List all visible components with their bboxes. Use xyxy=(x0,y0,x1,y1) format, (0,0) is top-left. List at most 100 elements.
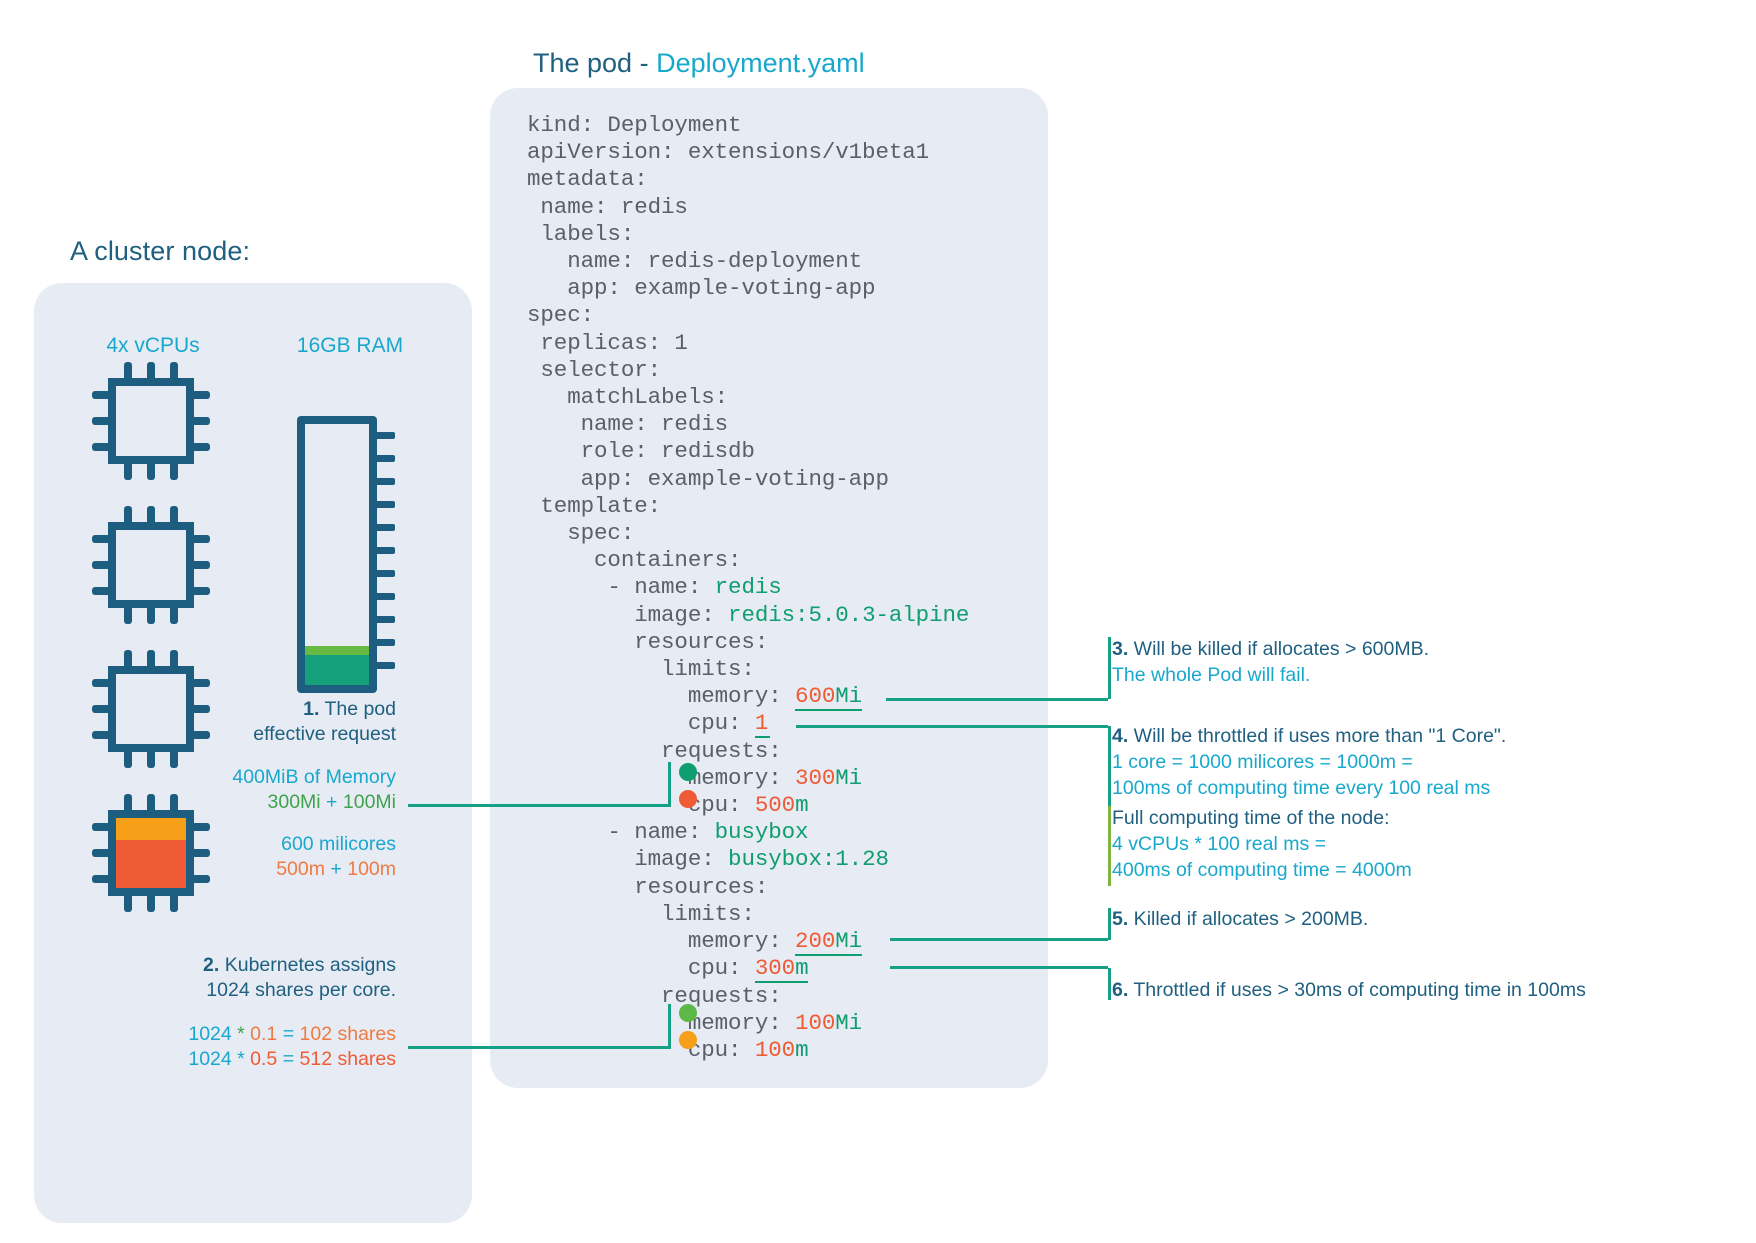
ram-label: 16GB RAM xyxy=(296,334,404,357)
cpu4-fill-500m xyxy=(116,840,186,888)
cluster-node-title: A cluster node: xyxy=(70,236,251,266)
yaml-line-12: role: redisdb xyxy=(527,438,755,465)
node-compute-title: Full computing time of the node: xyxy=(1112,807,1390,829)
yaml-line-7: spec: xyxy=(527,302,595,329)
yaml-line-10: matchLabels: xyxy=(527,384,729,411)
yaml-line-9: selector: xyxy=(527,356,662,383)
annotation-2-shares: 1024 * 0.1 = 102 shares 1024 * 0.5 = 512… xyxy=(110,1022,396,1072)
yaml-line-1: apiVersion: extensions/v1beta1 xyxy=(527,139,930,166)
yaml-line-11: name: redis xyxy=(527,411,729,438)
connector-request-redis-horizontal xyxy=(408,804,671,807)
yaml-title-prefix: The pod - xyxy=(533,48,657,78)
bar-annotation-5 xyxy=(1108,908,1111,940)
yaml-line-5: name: redis-deployment xyxy=(527,248,863,275)
annotation-4-number: 4. xyxy=(1112,725,1129,747)
yaml-line-4: labels: xyxy=(527,220,635,247)
annotation-4-node-compute: Full computing time of the node: 4 vCPUs… xyxy=(1112,805,1532,883)
cpu-icon-4-allocated xyxy=(92,792,210,914)
cpu-plus: + xyxy=(324,858,348,880)
connector-limit-memory-busybox xyxy=(890,938,1108,941)
annotation-3-line1: Will be killed if allocates > 600MB. xyxy=(1128,638,1430,660)
annotation-4-line3: 100ms of computing time every 100 real m… xyxy=(1112,777,1491,799)
annotation-4-line1: Will be throttled if uses more than "1 C… xyxy=(1128,725,1507,747)
yaml-value-busybox-image: busybox:1.28 xyxy=(728,846,889,873)
yaml-value-busybox-name: busybox xyxy=(714,819,809,846)
connector-request-busybox-vertical xyxy=(668,1004,671,1049)
yaml-line-6: app: example-voting-app xyxy=(527,275,876,302)
dot-redis-request-cpu xyxy=(679,790,697,808)
annotation-1-cpu: 600 milicores 500m + 100m xyxy=(120,832,396,882)
annotation-2: 2. Kubernetes assigns 1024 shares per co… xyxy=(110,953,396,1003)
annotation-3-number: 3. xyxy=(1112,638,1129,660)
dot-busybox-request-cpu xyxy=(679,1031,697,1049)
cpu-icon-3 xyxy=(92,648,210,770)
cpu-icon-2 xyxy=(92,504,210,626)
yaml-title: The pod - Deployment.yaml xyxy=(533,48,865,79)
memory-part-a: 300Mi xyxy=(267,791,321,813)
shares-calc1-eq: = xyxy=(277,1023,300,1045)
cpu-part-b: 100m xyxy=(347,858,396,880)
bar-annotation-4 xyxy=(1108,726,1111,814)
annotation-1-line2: effective request xyxy=(253,723,396,745)
shares-calc1-op: * xyxy=(231,1023,251,1045)
yaml-value-redis-name: redis xyxy=(714,574,782,601)
yaml-line-8: replicas: 1 xyxy=(527,329,688,356)
yaml-value-redis-image: redis:5.0.3-alpine xyxy=(728,601,970,628)
yaml-line-0: kind: Deployment xyxy=(527,112,742,138)
annotation-1-number: 1. xyxy=(303,698,320,720)
dot-busybox-request-memory xyxy=(679,1004,697,1022)
node-compute-line2: 4 vCPUs * 100 real ms = xyxy=(1112,833,1327,855)
annotation-1-memory: 400MiB of Memory 300Mi + 100Mi xyxy=(120,765,396,815)
cpu4-fill-100m xyxy=(116,818,186,840)
cpu-total-label: 600 milicores xyxy=(281,833,396,855)
memory-plus: + xyxy=(320,791,343,813)
annotation-6: 6. Throttled if uses > 30ms of computing… xyxy=(1112,977,1672,1003)
yaml-line-13: app: example-voting-app xyxy=(527,465,889,492)
yaml-title-file: Deployment.yaml xyxy=(656,48,865,78)
ram-fill-used xyxy=(305,655,369,685)
yaml-line-15: spec: xyxy=(527,520,635,547)
node-compute-line3: 400ms of computing time = 4000m xyxy=(1112,859,1412,881)
annotation-6-line1: Throttled if uses > 30ms of computing ti… xyxy=(1128,979,1586,1001)
annotation-5: 5. Killed if allocates > 200MB. xyxy=(1112,906,1532,932)
bar-annotation-4b xyxy=(1108,806,1111,886)
connector-limit-cpu-busybox xyxy=(890,966,1108,969)
annotation-6-number: 6. xyxy=(1112,979,1129,1001)
annotation-1-line1: The pod xyxy=(319,698,396,720)
memory-part-b: 100Mi xyxy=(342,791,396,813)
yaml-line-16: containers: xyxy=(527,547,742,574)
connector-limit-memory-redis xyxy=(886,698,1108,701)
cluster-node-panel xyxy=(34,283,472,1223)
bar-annotation-3 xyxy=(1108,637,1111,699)
ram-fill-band xyxy=(305,646,369,655)
annotation-2-number: 2. xyxy=(203,954,220,976)
connector-request-busybox-horizontal xyxy=(408,1046,671,1049)
cpu-icon-1 xyxy=(92,360,210,482)
connector-limit-cpu-redis xyxy=(796,725,1108,728)
shares-calc2-base: 1024 xyxy=(188,1048,232,1070)
annotation-5-line1: Killed if allocates > 200MB. xyxy=(1128,908,1369,930)
annotation-3-line2: The whole Pod will fail. xyxy=(1112,664,1311,686)
annotation-5-number: 5. xyxy=(1112,908,1129,930)
cpu-part-a: 500m xyxy=(276,858,325,880)
annotation-2-line2: 1024 shares per core. xyxy=(206,979,396,1001)
annotation-1: 1. The pod effective request xyxy=(120,697,396,747)
yaml-code-panel xyxy=(490,88,1048,1088)
shares-calc1-result: 102 shares xyxy=(299,1023,396,1045)
shares-calc2-result: 512 shares xyxy=(299,1048,396,1070)
yaml-line-2: metadata: xyxy=(527,166,648,193)
annotation-4: 4. Will be throttled if uses more than "… xyxy=(1112,723,1592,801)
vcpus-label: 4x vCPUs xyxy=(106,334,200,357)
annotation-2-line1: Kubernetes assigns xyxy=(219,954,396,976)
connector-request-redis-vertical xyxy=(668,762,671,807)
yaml-line-3: name: redis xyxy=(527,193,688,220)
shares-calc1-factor: 0.1 xyxy=(250,1023,278,1045)
bar-annotation-6 xyxy=(1108,968,1111,1000)
annotation-4-line2: 1 core = 1000 milicores = 1000m = xyxy=(1112,751,1413,773)
annotation-3: 3. Will be killed if allocates > 600MB. … xyxy=(1112,636,1532,688)
ram-icon xyxy=(297,416,395,693)
yaml-code-block: kind: Deployment apiVersion: extensions/… xyxy=(527,112,970,1063)
shares-calc1-base: 1024 xyxy=(188,1023,232,1045)
yaml-line-14: template: xyxy=(527,492,662,519)
shares-calc2-op: * xyxy=(231,1048,251,1070)
